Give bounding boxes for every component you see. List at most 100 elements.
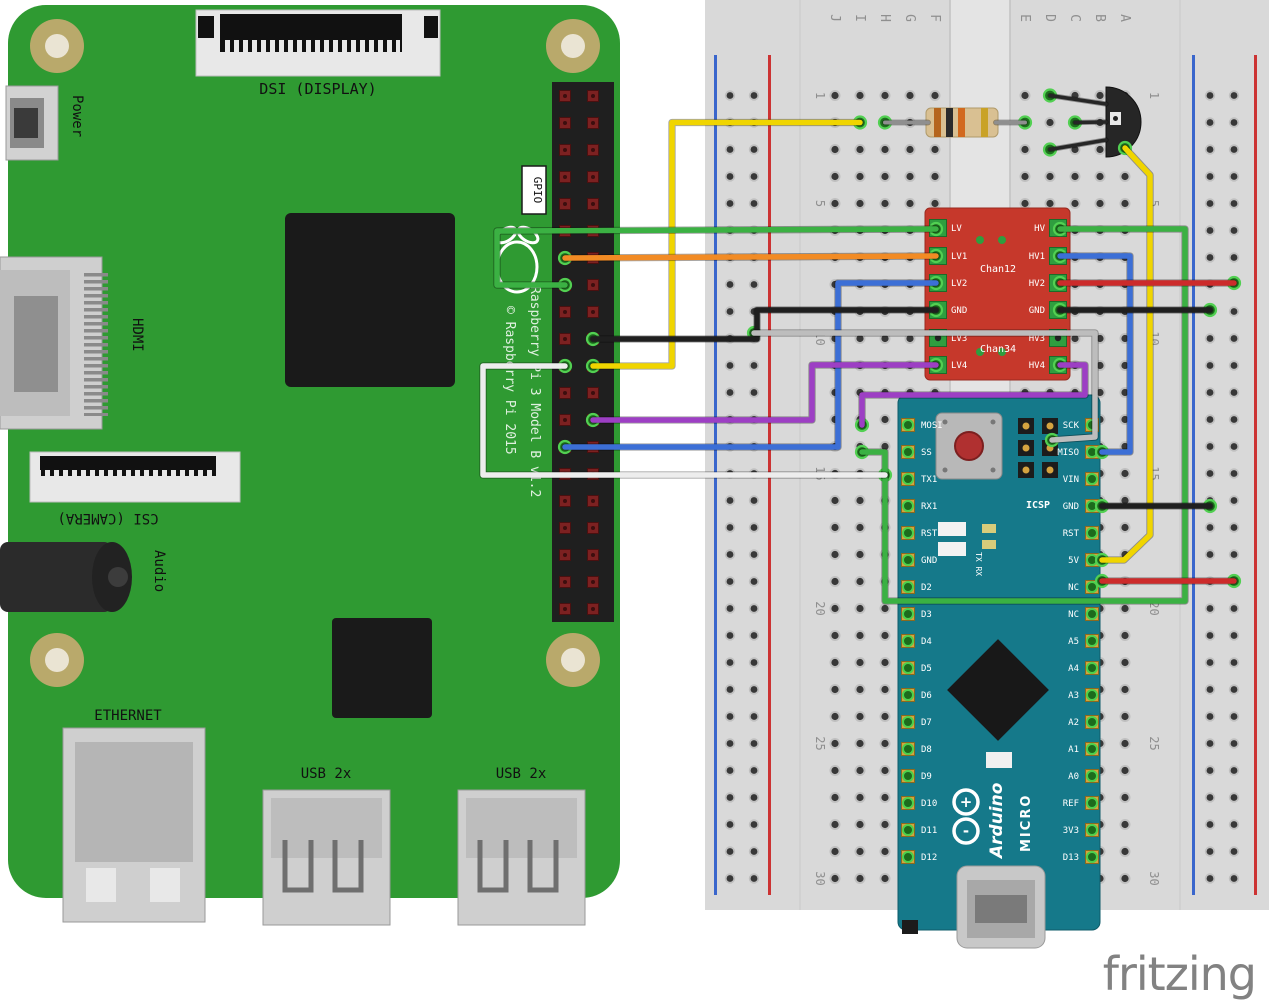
- arduino-pin-label: TX1: [921, 475, 937, 485]
- gpio-pin-hole: [563, 580, 567, 584]
- arduino-pin-label: D10: [921, 799, 937, 809]
- arduino-pin-ring: [902, 689, 914, 701]
- arduino-pin-label: D5: [921, 664, 932, 674]
- arduino-micro-board: ICSP TX RX + - Arduino MICRO MOSI: [897, 394, 1101, 949]
- ethernet-port: [62, 727, 206, 923]
- breadboard-row-number: 20: [1147, 601, 1161, 615]
- breadboard-column-letter: C: [1067, 14, 1082, 22]
- wire-gray-rail-to-icsp: [751, 330, 1098, 443]
- hdmi-connector: [0, 256, 108, 430]
- converter-pin-label: HV: [1034, 224, 1045, 234]
- gpio-pin-hole: [591, 607, 595, 611]
- left-rail-holes: [742, 82, 766, 894]
- wire-green-hv-to-ss: [859, 226, 1188, 604]
- gpio-pin-hole: [591, 94, 595, 98]
- txrx-label: TX RX: [974, 552, 983, 576]
- resistor: [925, 107, 999, 138]
- pi-board-title: Raspberry Pi 3 Model B v1.2: [527, 286, 542, 497]
- gpio-pin-hole: [563, 526, 567, 530]
- wire-purple-gpio-to-lv4: [590, 362, 939, 423]
- arduino-pin-ring: [1086, 743, 1098, 755]
- temperature-sensor: [1105, 86, 1142, 158]
- right-rail-holes: [1198, 82, 1222, 894]
- arduino-pin-ring: [902, 797, 914, 809]
- arduino-pin-ring: [1086, 824, 1098, 836]
- converter-pad-hole: [1054, 334, 1062, 342]
- audio-label: Audio: [151, 550, 167, 592]
- gpio-pin-hole: [591, 553, 595, 557]
- arduino-pin-label: MISO: [1057, 448, 1079, 458]
- breadboard-row-number: 30: [1147, 871, 1161, 885]
- arduino-pin-label: SCK: [1063, 421, 1080, 431]
- power-label: Power: [69, 95, 85, 137]
- gpio-pin-hole: [591, 121, 595, 125]
- audio-jack: [0, 542, 132, 612]
- converter-pin-label: LV: [951, 224, 962, 234]
- arduino-pin-ring: [1086, 581, 1098, 593]
- converter-pin-label: HV1: [1029, 252, 1045, 262]
- arduino-pin-label: MOSI: [921, 421, 943, 431]
- arduino-pin-ring: [902, 662, 914, 674]
- converter-solder-pad: [998, 236, 1006, 244]
- arduino-pin-label: D2: [921, 583, 932, 593]
- logo-plus: +: [960, 793, 973, 811]
- converter-pad-hole: [934, 334, 942, 342]
- converter-pin-label: HV3: [1029, 334, 1045, 344]
- breadboard-column-letter: E: [1017, 14, 1032, 22]
- wire-purple-hv4-to-mosi: [859, 362, 1088, 428]
- pi-copyright: © Raspberry Pi 2015: [502, 306, 517, 455]
- arduino-pin-label: D4: [921, 637, 932, 647]
- converter-pin-label: LV3: [951, 334, 967, 344]
- icsp-header: [1018, 418, 1058, 478]
- gpio-pin-hole: [591, 283, 595, 287]
- wire-white-gpio-to-tx1: [480, 363, 888, 478]
- arduino-pin-label: D7: [921, 718, 932, 728]
- ethernet-label: ETHERNET: [94, 708, 162, 724]
- arduino-pin-ring: [902, 851, 914, 863]
- arduino-pin-label: NC: [1068, 583, 1079, 593]
- gpio-pin-hole: [563, 418, 567, 422]
- breadboard-column-letter: F: [927, 14, 942, 22]
- sensor-body: [1105, 86, 1142, 158]
- arduino-pin-ring: [902, 824, 914, 836]
- breadboard-row-number: 1: [1147, 92, 1161, 99]
- converter-pin-label: GND: [1029, 306, 1045, 316]
- arduino-pin-label: D3: [921, 610, 932, 620]
- converter-pcb: [924, 207, 1071, 381]
- power-connector: [5, 85, 59, 161]
- csi-connector: [29, 451, 241, 503]
- usb-port-right: [457, 789, 586, 926]
- arduino-pin-ring: [1086, 797, 1098, 809]
- wires: [479, 92, 1238, 605]
- arduino-logo-icon: + -: [952, 788, 980, 845]
- gpio-pin-hole: [591, 148, 595, 152]
- arduino-pin-ring: [1086, 851, 1098, 863]
- csi-label: CSI (CAMERA): [57, 510, 158, 526]
- arduino-pin-ring: [902, 608, 914, 620]
- gpio-pin-hole: [563, 175, 567, 179]
- wire-black-gpio-gnd: [590, 307, 939, 342]
- arduino-pin-label: 5V: [1068, 556, 1079, 566]
- resistor-band: [958, 108, 965, 137]
- wire-yellow-gpio-to-row2: [590, 119, 863, 369]
- breadboard-row-number: 30: [813, 871, 827, 885]
- left-rail-holes: [718, 82, 742, 894]
- arduino-pin-ring: [902, 500, 914, 512]
- arduino-pin-ring: [902, 716, 914, 728]
- gpio-pin-hole: [563, 553, 567, 557]
- breadboard-column-letter: B: [1092, 14, 1107, 22]
- arduino-brand: Arduino: [987, 782, 1007, 860]
- arduino-pin-ring: [902, 635, 914, 647]
- arduino-pin-label: GND: [921, 556, 937, 566]
- arduino-pin-ring: [902, 419, 914, 431]
- right-rail-holes: [1222, 82, 1246, 894]
- arduino-pin-ring: [1086, 770, 1098, 782]
- arduino-pin-ring: [902, 473, 914, 485]
- arduino-pin-ring: [1086, 527, 1098, 539]
- txrx-leds: [938, 522, 996, 556]
- wire-sensor-leg-bottom: [1048, 138, 1108, 152]
- lan-chip: [332, 618, 432, 718]
- breadboard-row-number: 1: [813, 92, 827, 99]
- resistor-band: [981, 108, 988, 137]
